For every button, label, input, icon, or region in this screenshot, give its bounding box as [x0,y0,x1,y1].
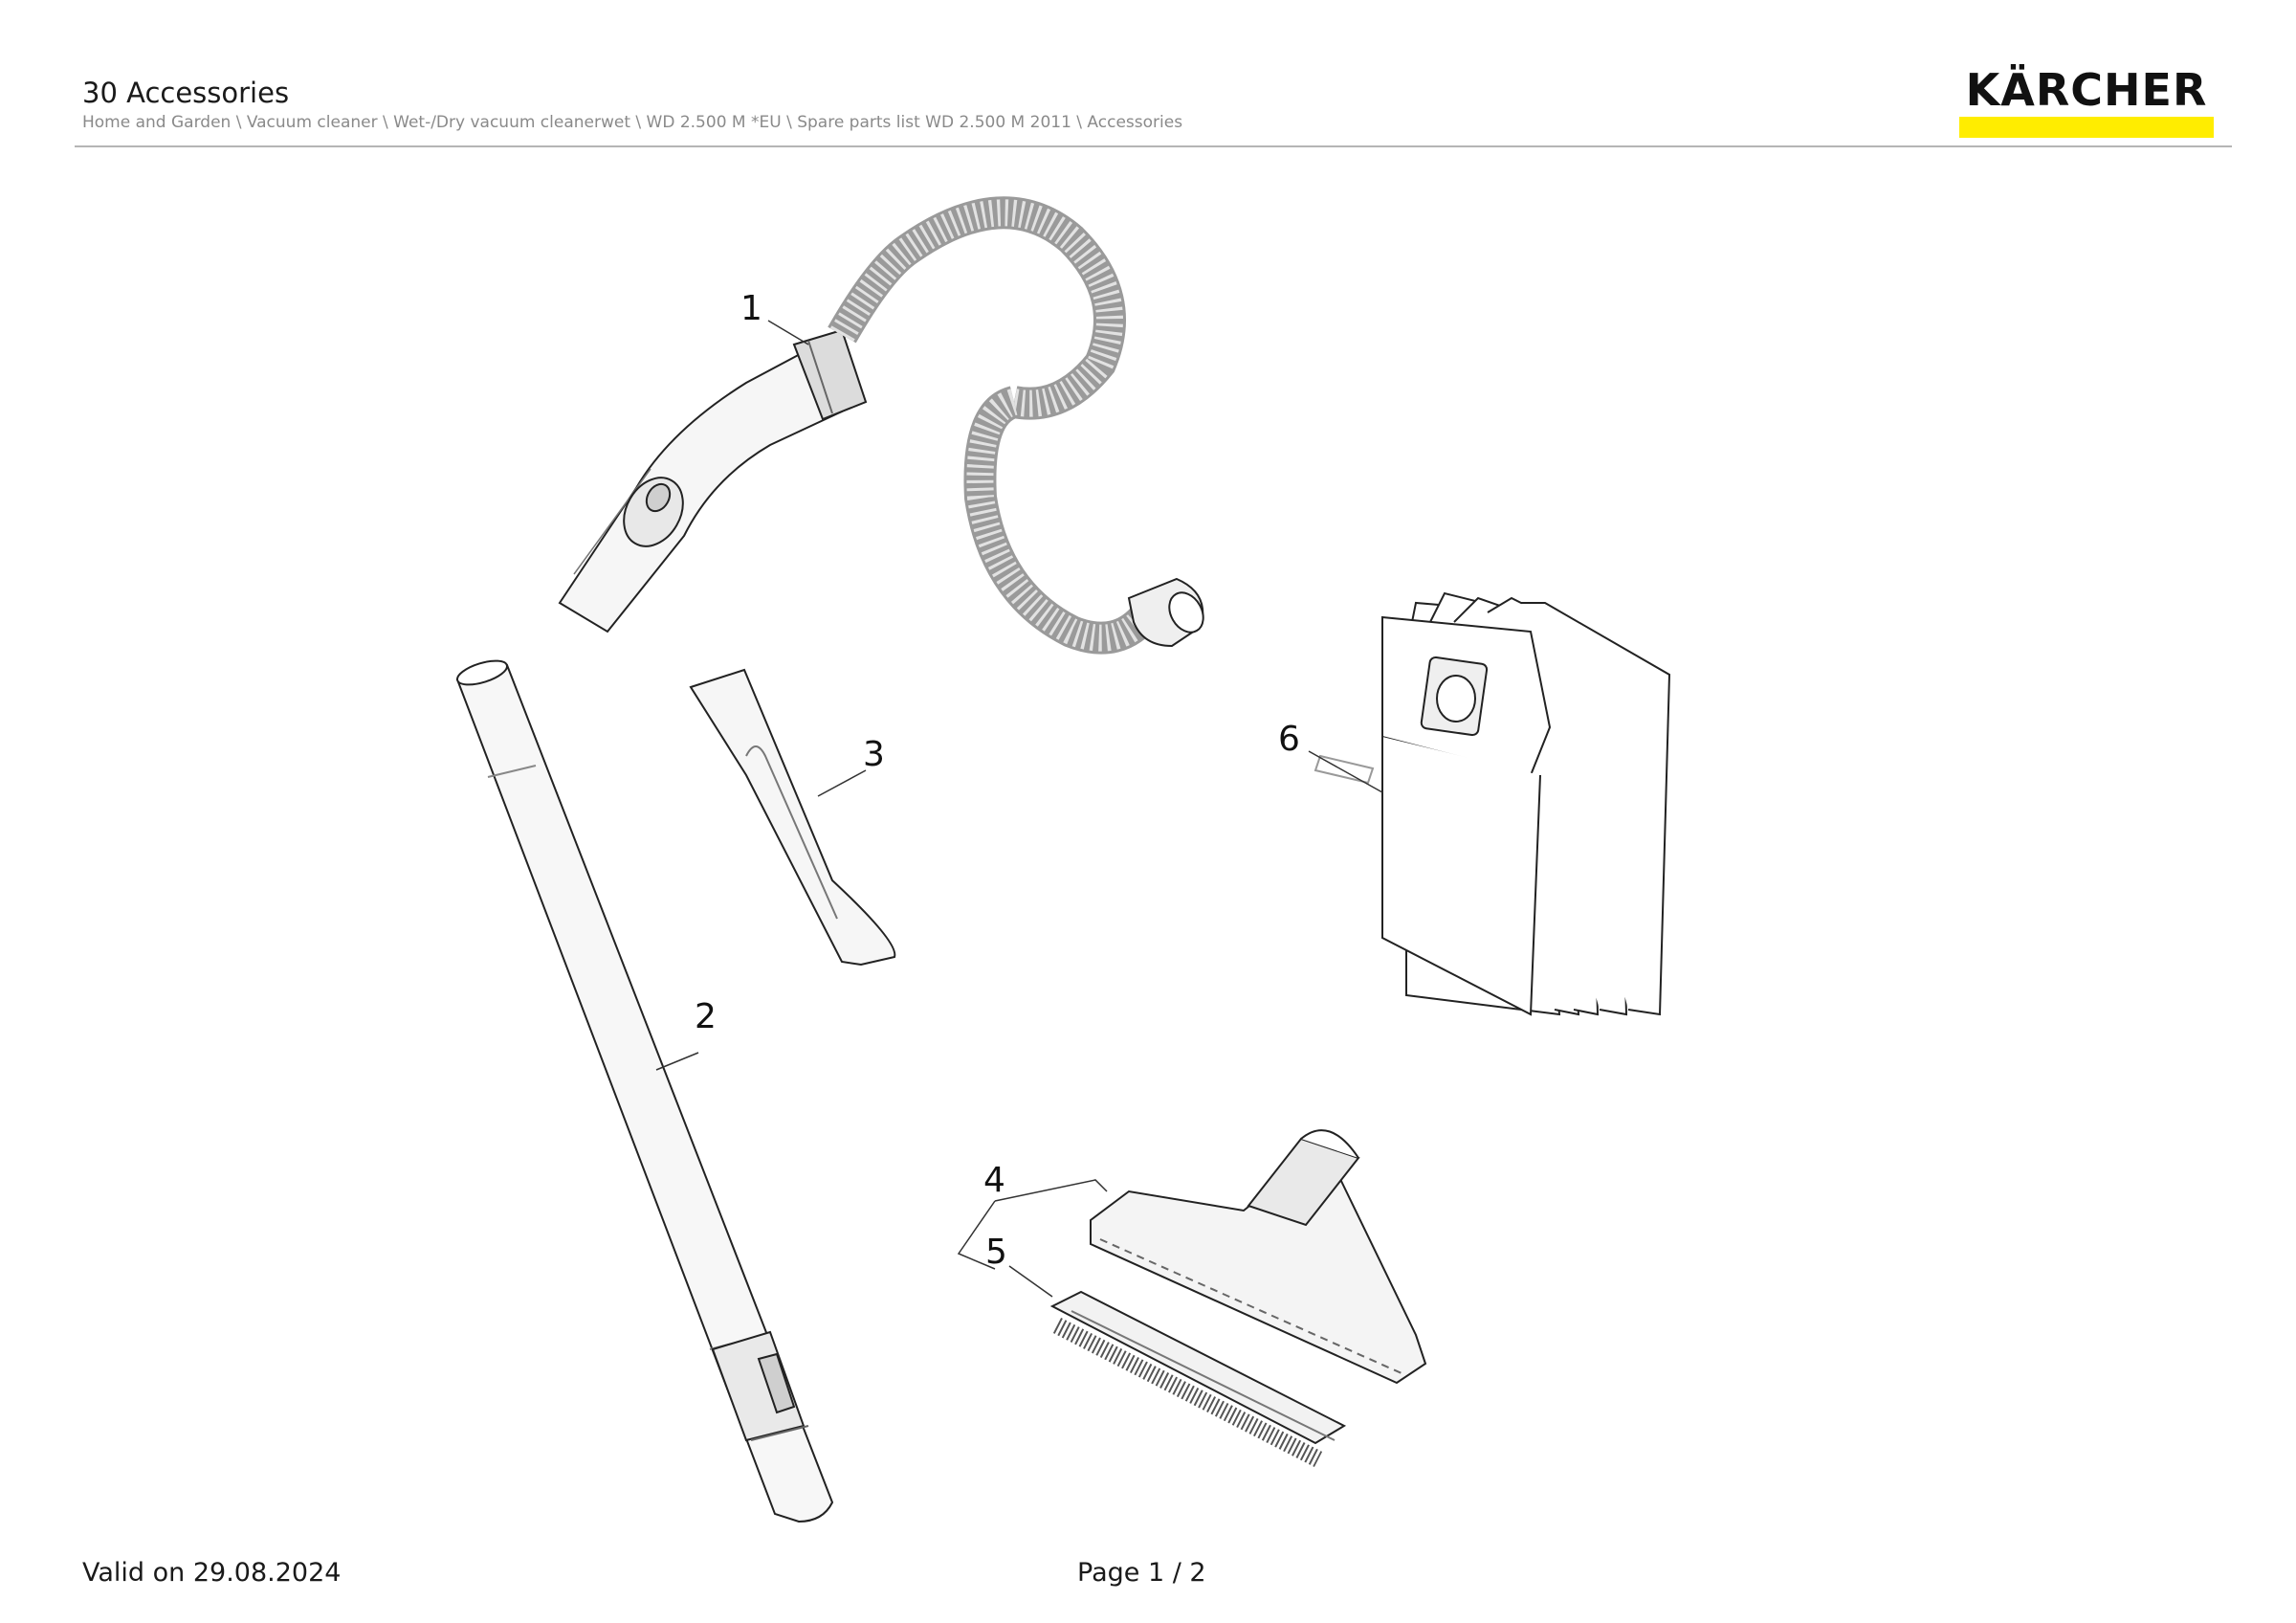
logo-yellow-bar [1959,117,2214,138]
part-6-filter-bags [1314,591,1671,1016]
callout-6: 6 [1278,720,1300,759]
karcher-logo: KÄRCHER [1959,63,2214,138]
breadcrumb: Home and Garden \ Vacuum cleaner \ Wet-/… [82,113,1183,132]
part-2-suction-tube [455,659,834,1523]
callout-4: 4 [983,1161,1005,1200]
callout-1: 1 [740,289,762,328]
page-number: Page 1 / 2 [1077,1558,1206,1588]
logo-wordmark: KÄRCHER [1965,64,2208,116]
page-title: 30 Accessories [82,77,290,109]
valid-date: Valid on 29.08.2024 [82,1558,342,1588]
part-5-nozzle-insert [1049,1290,1347,1468]
leader-lines [655,320,1383,1298]
part-1-suction-hose [558,196,1204,655]
callout-3: 3 [863,735,885,774]
part-4-floor-nozzle [1090,1129,1427,1385]
callout-5: 5 [985,1233,1007,1272]
part-3-crevice-nozzle [689,668,896,967]
header-divider [75,145,2232,147]
callout-labels: 1 2 3 4 5 6 [695,289,1300,1272]
callout-2: 2 [695,997,717,1036]
